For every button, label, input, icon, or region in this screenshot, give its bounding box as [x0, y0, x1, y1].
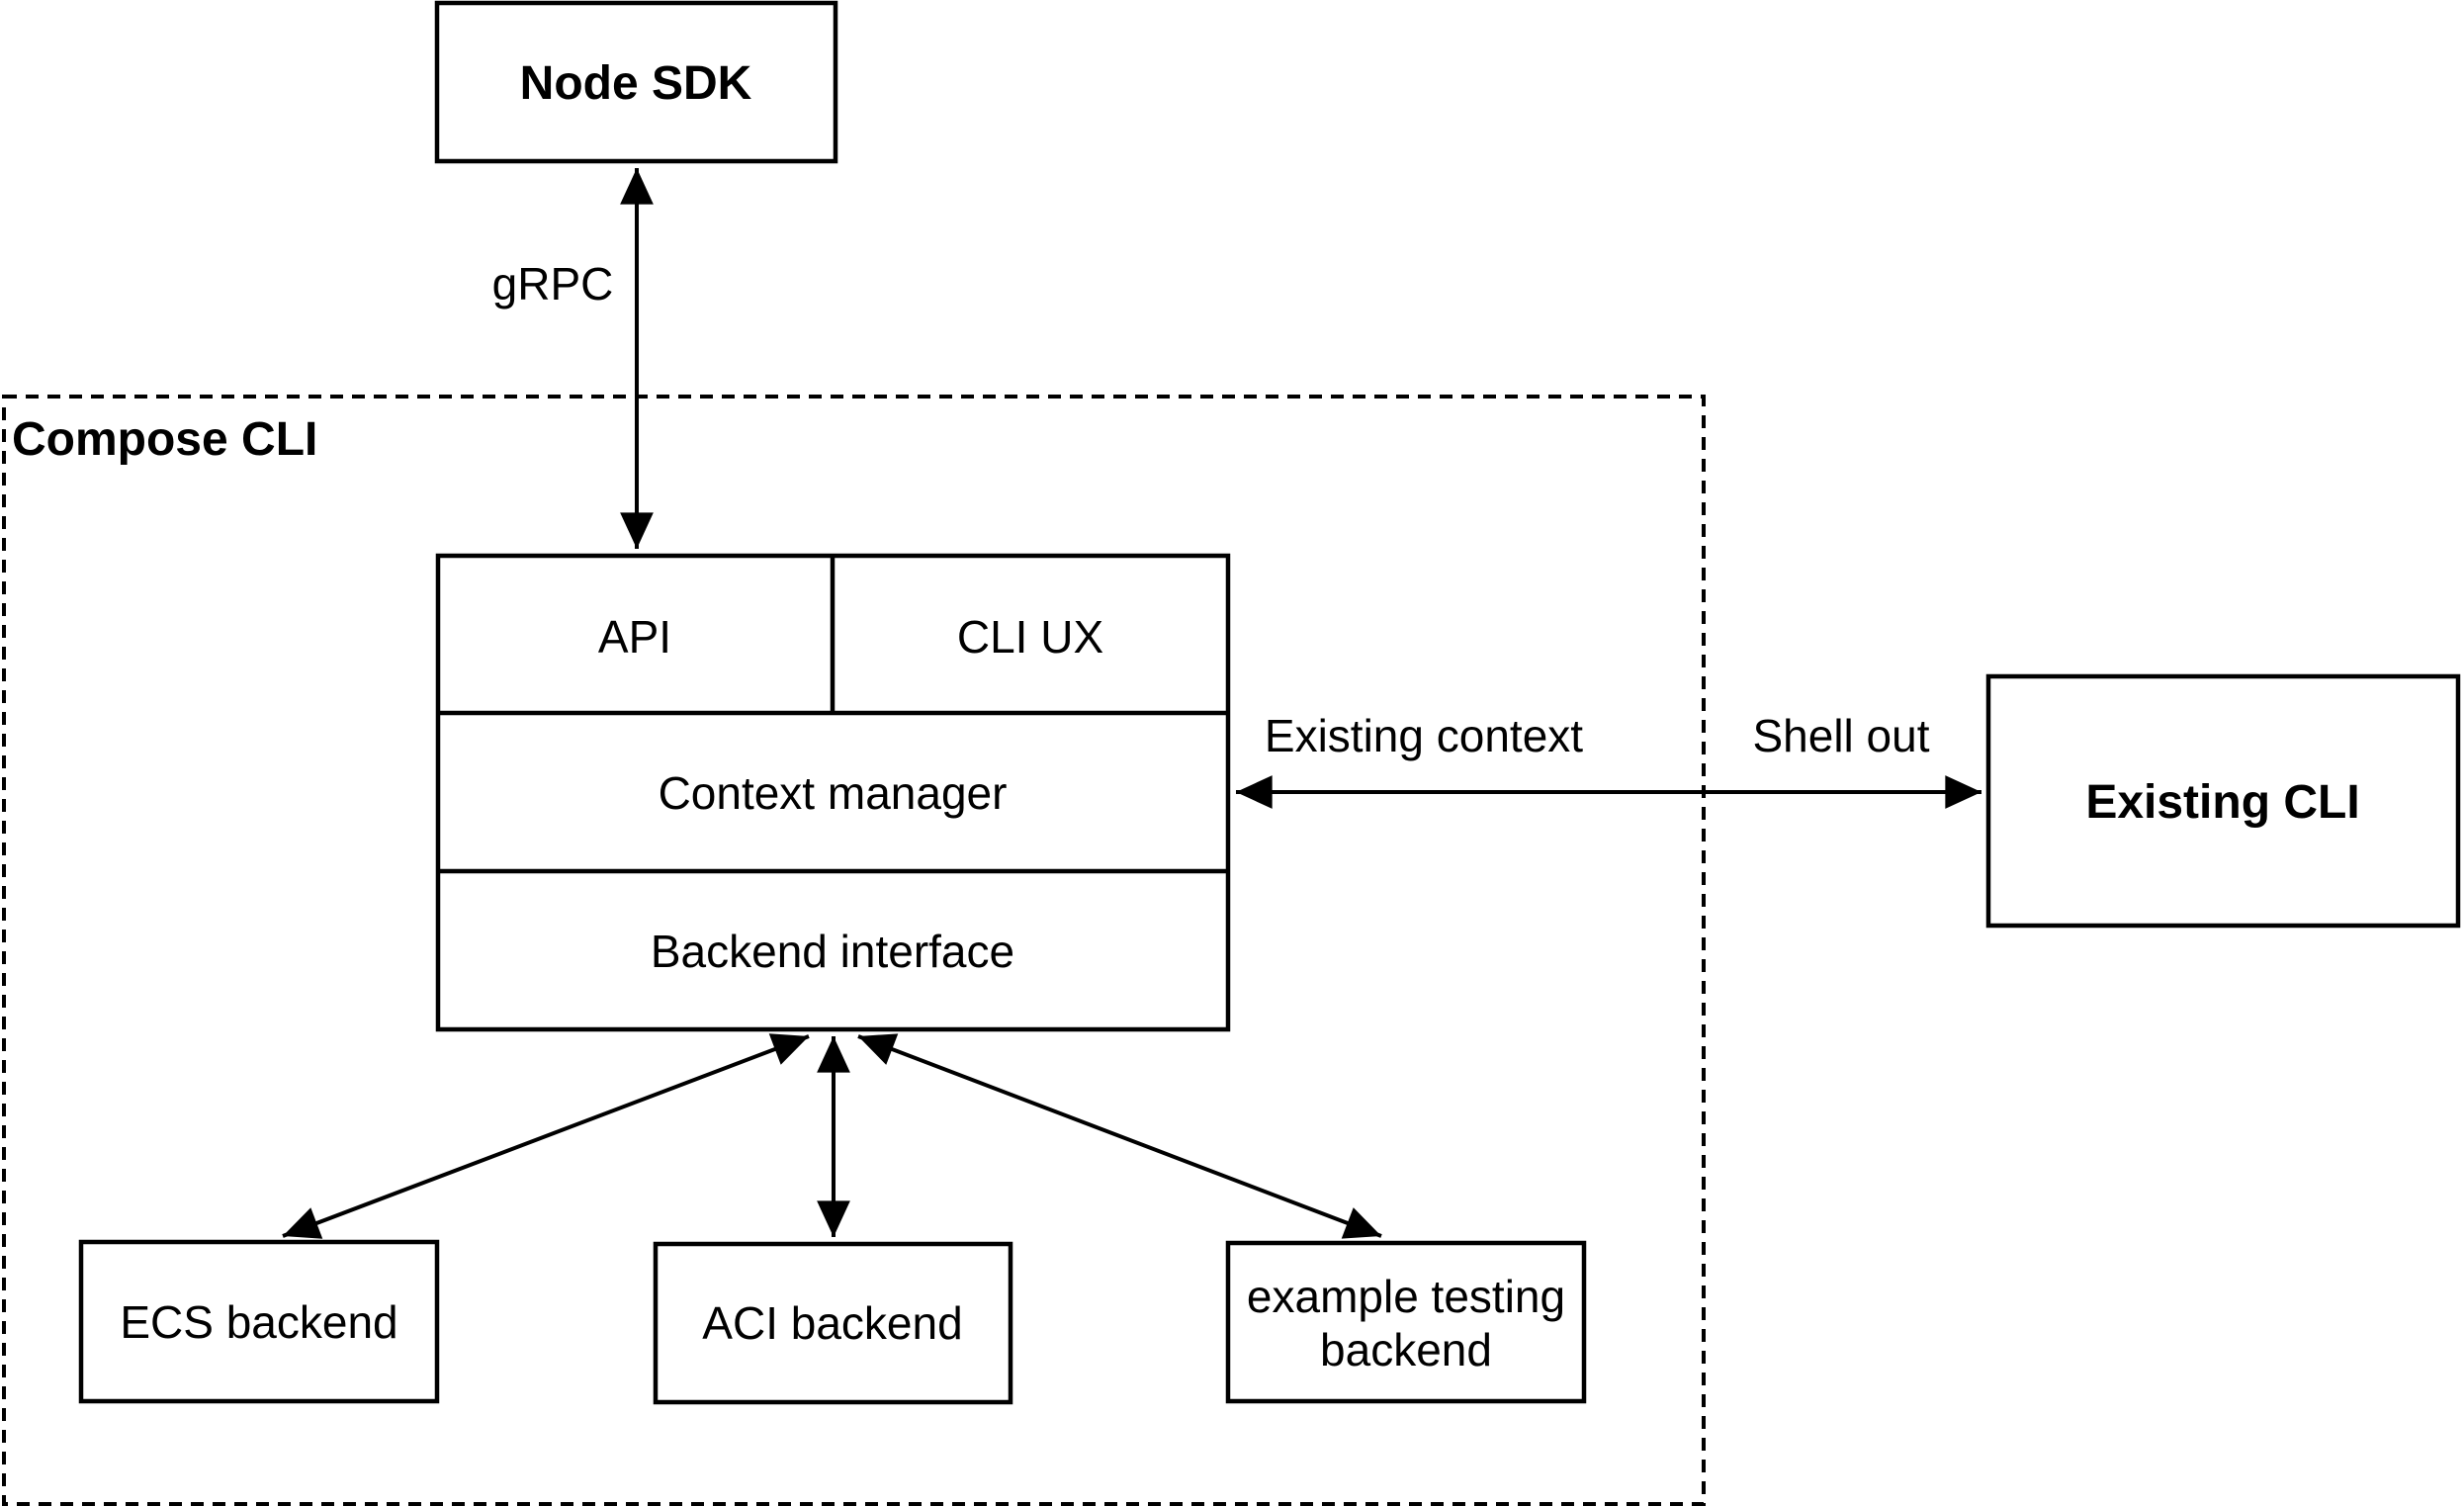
ecs-backend-label: ECS backend [120, 1296, 397, 1348]
aci-backend-box [653, 1241, 1013, 1405]
grpc-edge-label: gRPC [492, 258, 614, 310]
node-sdk-box [434, 0, 838, 164]
ecs-backend-box [78, 1239, 440, 1404]
compose-cli-group-label: Compose CLI [12, 413, 317, 466]
example-testing-backend-box [1225, 1240, 1587, 1404]
api-label: API [598, 611, 671, 663]
existing-cli-box [1985, 673, 2461, 929]
backend-example-edge [857, 1033, 1382, 1239]
example-testing-backend-label-line2: backend [1320, 1324, 1492, 1375]
node-sdk-label: Node SDK [520, 57, 752, 110]
existing-cli-label: Existing CLI [2085, 776, 2359, 829]
cli-ux-label: CLI UX [957, 611, 1103, 663]
shell-out-edge-label: Shell out [1752, 710, 1929, 761]
aci-backend-label: ACI backend [702, 1297, 962, 1349]
backend-interface-label: Backend interface [651, 926, 1014, 977]
existing-context-edge-label: Existing context [1265, 710, 1583, 761]
compose-cli-group-box [2, 395, 1706, 1506]
context-manager-label: Context manager [659, 767, 1008, 819]
example-testing-backend-label-line1: example testing [1247, 1271, 1565, 1322]
backend-ecs-edge [282, 1033, 810, 1239]
